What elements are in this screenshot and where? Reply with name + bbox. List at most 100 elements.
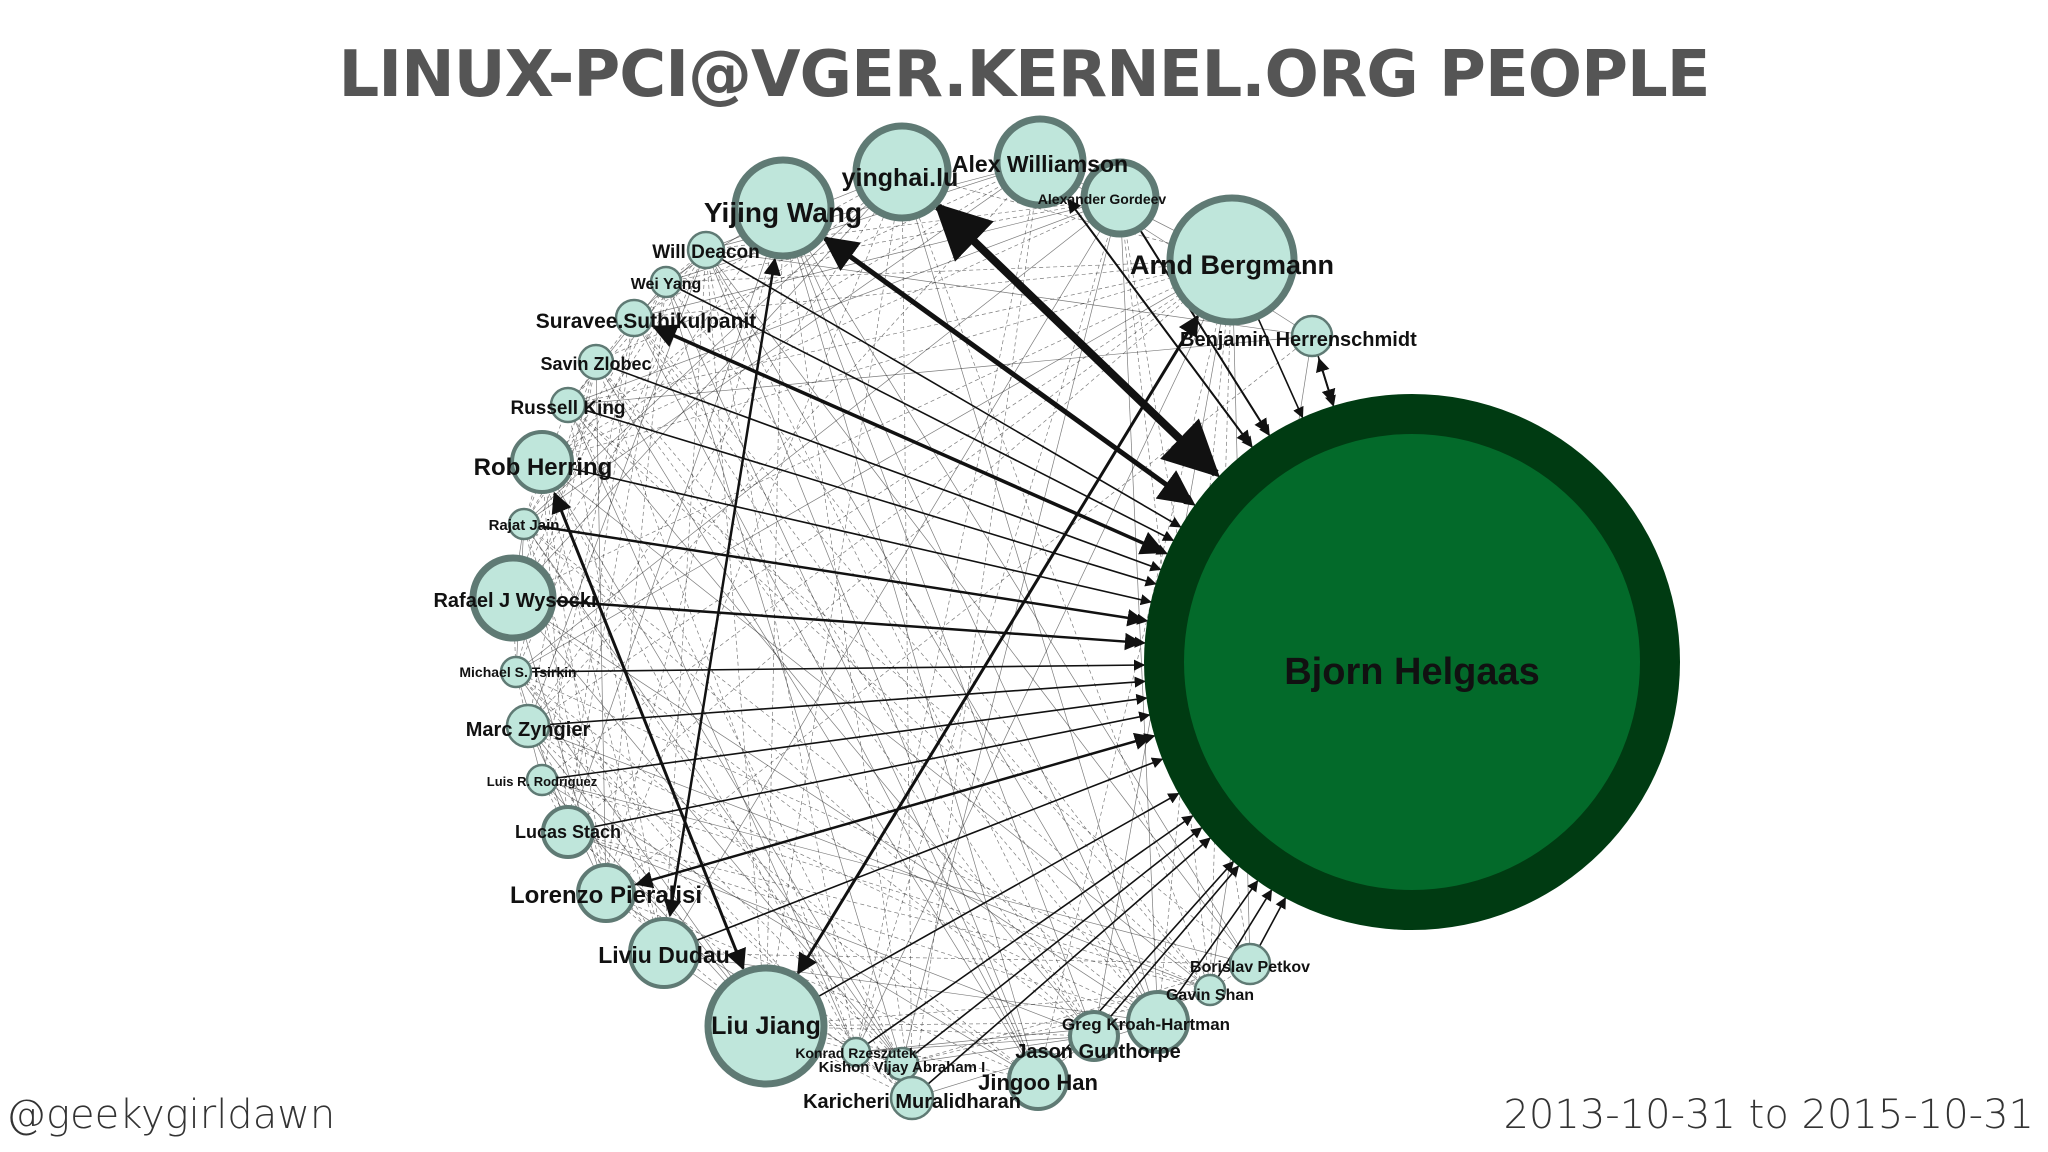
edge-to-hub: [515, 659, 1146, 673]
edge-strong: [635, 732, 1153, 889]
node-weiyang[interactable]: [649, 265, 683, 299]
node-gunthorpe[interactable]: [1068, 1010, 1120, 1062]
node-zyngier[interactable]: [505, 703, 551, 749]
node-label-jingoo: Jingoo Han: [978, 1070, 1098, 1095]
node-yinghai[interactable]: [852, 122, 952, 222]
edge-to-hub: [541, 693, 1148, 781]
node-label-konrad: Konrad Rzeszutek: [795, 1045, 917, 1061]
node-label-gavin: Gavin Shan: [1166, 987, 1254, 1004]
node-label-gunthorpe: Jason Gunthorpe: [1015, 1041, 1181, 1063]
edge: [541, 461, 903, 1065]
node-petkov[interactable]: [1228, 942, 1272, 986]
author-handle: @geekygirldawn: [6, 1092, 336, 1138]
node-dudau[interactable]: [628, 917, 700, 989]
node-label-herring: Rob Herring: [474, 454, 613, 481]
node-label-gordeev: Alexander Gordeev: [1038, 191, 1167, 207]
hub-node-label: Bjorn Helgaas: [1284, 651, 1540, 693]
edge-strong: [542, 525, 1145, 627]
node-herring[interactable]: [510, 430, 574, 494]
date-range: 2013-10-31 to 2015-10-31: [1503, 1092, 2034, 1138]
node-liujiang[interactable]: [704, 964, 828, 1088]
edge: [663, 249, 707, 954]
edge: [901, 197, 1121, 1065]
node-label-rajat: Rajat Jain: [489, 517, 560, 534]
node-rajat[interactable]: [507, 507, 541, 541]
hub-node[interactable]: [1184, 434, 1640, 890]
edge: [567, 281, 667, 406]
node-pieralisi[interactable]: [576, 863, 636, 923]
edge: [541, 161, 1041, 463]
node-label-deacon: Will Deacon: [652, 242, 760, 263]
node-rking[interactable]: [549, 386, 587, 424]
edge: [855, 161, 1041, 1053]
edge-strong: [1140, 231, 1268, 433]
node-label-mst: Michael S. Tsirkin: [459, 664, 576, 680]
edge: [515, 197, 1121, 673]
edge: [901, 171, 913, 1099]
node-karicheri[interactable]: [889, 1075, 935, 1121]
edge-strong-group: [542, 198, 1336, 975]
node-label-suravee: Suravee.Suthikulpanit: [536, 310, 757, 333]
node-label-rking: Russell King: [510, 398, 625, 419]
node-konrad[interactable]: [840, 1036, 872, 1068]
edge: [901, 1035, 1095, 1065]
node-label-karicheri: Karicheri Muralidharan: [803, 1091, 1021, 1113]
edge: [901, 989, 1211, 1065]
node-label-alexw: Alex Williamson: [952, 151, 1128, 177]
node-label-weiyang: Wei Yang: [631, 276, 702, 293]
node-label-stach: Lucas Stach: [515, 822, 621, 842]
edge-strong: [1067, 198, 1251, 445]
node-jingoo[interactable]: [1007, 1049, 1069, 1111]
node-zlobec[interactable]: [577, 343, 615, 381]
edge: [527, 725, 1039, 1081]
node-label-luis: Luis R. Rodriguez: [487, 774, 598, 789]
node-gavin[interactable]: [1193, 973, 1227, 1007]
node-suravee[interactable]: [614, 298, 654, 338]
edge-to-hub: [567, 404, 1157, 587]
node-label-yijing: Yijing Wang: [704, 197, 862, 228]
edge: [663, 952, 1251, 965]
node-label-gregkh: Greg Kroah-Hartman: [1062, 1015, 1230, 1034]
edge: [901, 963, 1251, 1065]
node-label-zyngier: Marc Zyngier: [466, 719, 591, 741]
edge: [663, 952, 1159, 1023]
node-benh[interactable]: [1290, 314, 1334, 358]
edge-strong: [1316, 357, 1336, 404]
edge-to-hub: [1209, 889, 1273, 991]
node-label-kishon: Kishon Vijay Abraham I: [819, 1059, 986, 1076]
edge-strong: [651, 324, 1166, 555]
node-label-petkov: Borislav Petkov: [1190, 959, 1310, 976]
node-mst[interactable]: [499, 655, 533, 689]
node-luis[interactable]: [525, 763, 559, 797]
node-yijing[interactable]: [731, 156, 835, 260]
node-stach[interactable]: [541, 805, 595, 859]
edge: [595, 361, 857, 1053]
node-deacon[interactable]: [686, 230, 726, 270]
node-gregkh[interactable]: [1126, 990, 1190, 1054]
edge: [765, 171, 903, 1027]
edge: [765, 1025, 913, 1099]
slide-title: LINUX-PCI@VGER.KERNEL.ORG PEOPLE: [338, 38, 1711, 112]
edge: [765, 1025, 1039, 1081]
node-label-yinghai: yinghai.lu: [842, 164, 959, 192]
node-label-rafael: Rafael J Wysocki: [433, 590, 596, 612]
edge-strong: [556, 599, 1143, 651]
node-alexw[interactable]: [993, 115, 1087, 209]
node-rafael[interactable]: [469, 554, 557, 642]
edge: [765, 1021, 1159, 1027]
edge: [855, 1051, 913, 1099]
node-label-arnd: Arnd Bergmann: [1130, 250, 1334, 280]
edge: [765, 1025, 1095, 1037]
node-label-pieralisi: Lorenzo Pieralisi: [510, 882, 702, 909]
node-group: [469, 115, 1334, 1121]
node-arnd[interactable]: [1166, 194, 1298, 326]
node-label-zlobec: Savin Zlobec: [540, 354, 651, 374]
node-label-liujiang: Liu Jiang: [711, 1012, 821, 1040]
node-gordeev[interactable]: [1080, 158, 1160, 238]
node-label-dudau: Liviu Dudau: [598, 942, 730, 968]
edge: [765, 989, 1211, 1027]
hub-node-group: Bjorn Helgaas: [1144, 394, 1680, 930]
node-label-benh: Benjamin Herrenschmidt: [1180, 329, 1417, 351]
